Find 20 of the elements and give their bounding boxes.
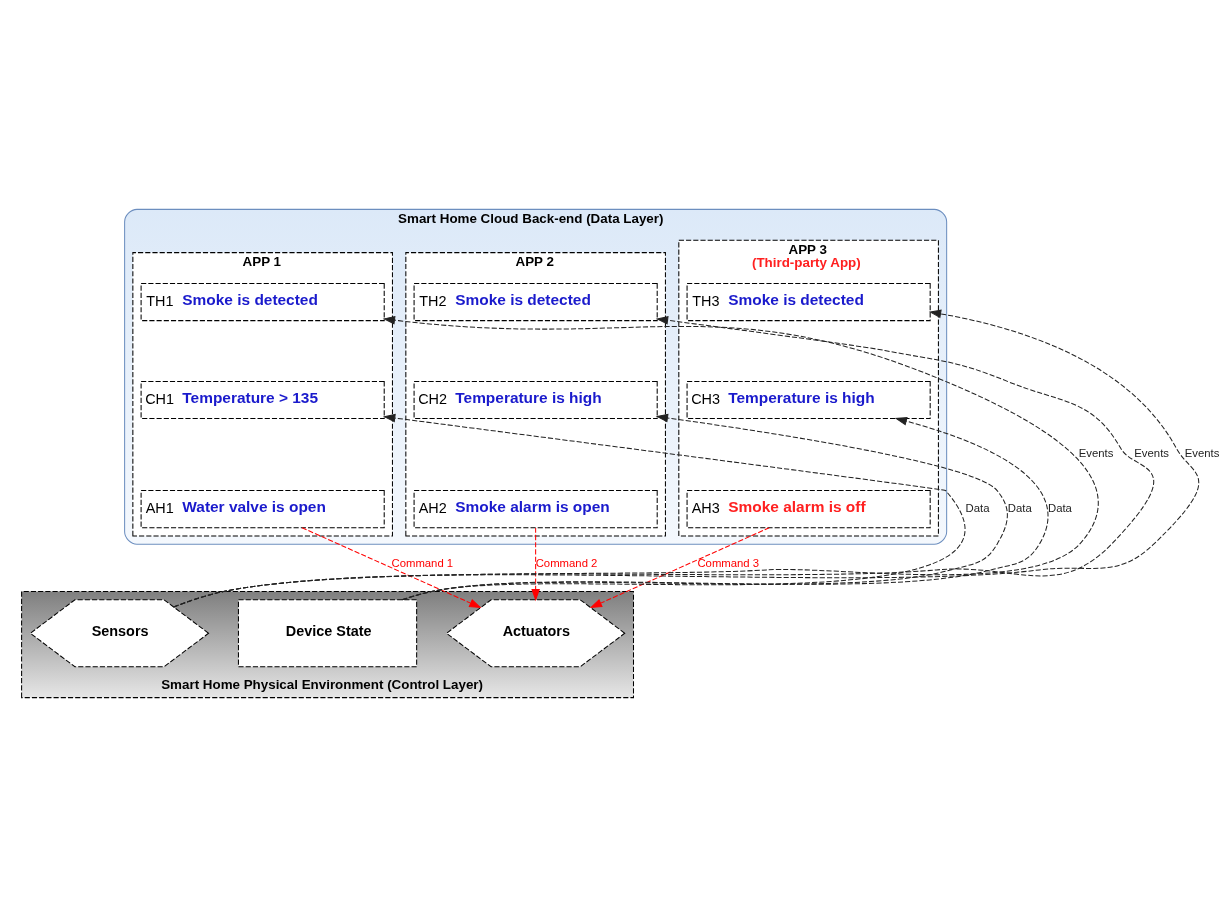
node-box: CH1 Temperature > 135 [140, 380, 385, 419]
arrow [530, 527, 540, 602]
node-box: AH2 Smoke alarm is open [413, 490, 658, 529]
edge-label: Command 3 [696, 556, 759, 569]
node-box: TH1 Smoke is detected [140, 283, 385, 322]
node-box: CH2 Temperature is high [413, 380, 658, 419]
node-box: AH1 Water valve is open [140, 490, 385, 529]
node-box: AH3 Smoke alarm is off [686, 490, 931, 529]
node-box: CH3 Temperature is high [686, 380, 931, 419]
edge-label: Events [1078, 447, 1113, 460]
edge-label: Events [1184, 447, 1219, 460]
node-box: Device State [237, 599, 417, 668]
edge-label: Command 2 [535, 556, 597, 569]
node-box: TH2 Smoke is detected [413, 283, 658, 322]
edge-label: Data [965, 502, 990, 515]
edge-label: Command 1 [390, 556, 453, 569]
edge-label: Events [1133, 447, 1169, 460]
edge-label: Data [1047, 502, 1072, 515]
edge-label: Data [1007, 502, 1032, 515]
node-box: TH3 Smoke is detected [686, 283, 931, 322]
